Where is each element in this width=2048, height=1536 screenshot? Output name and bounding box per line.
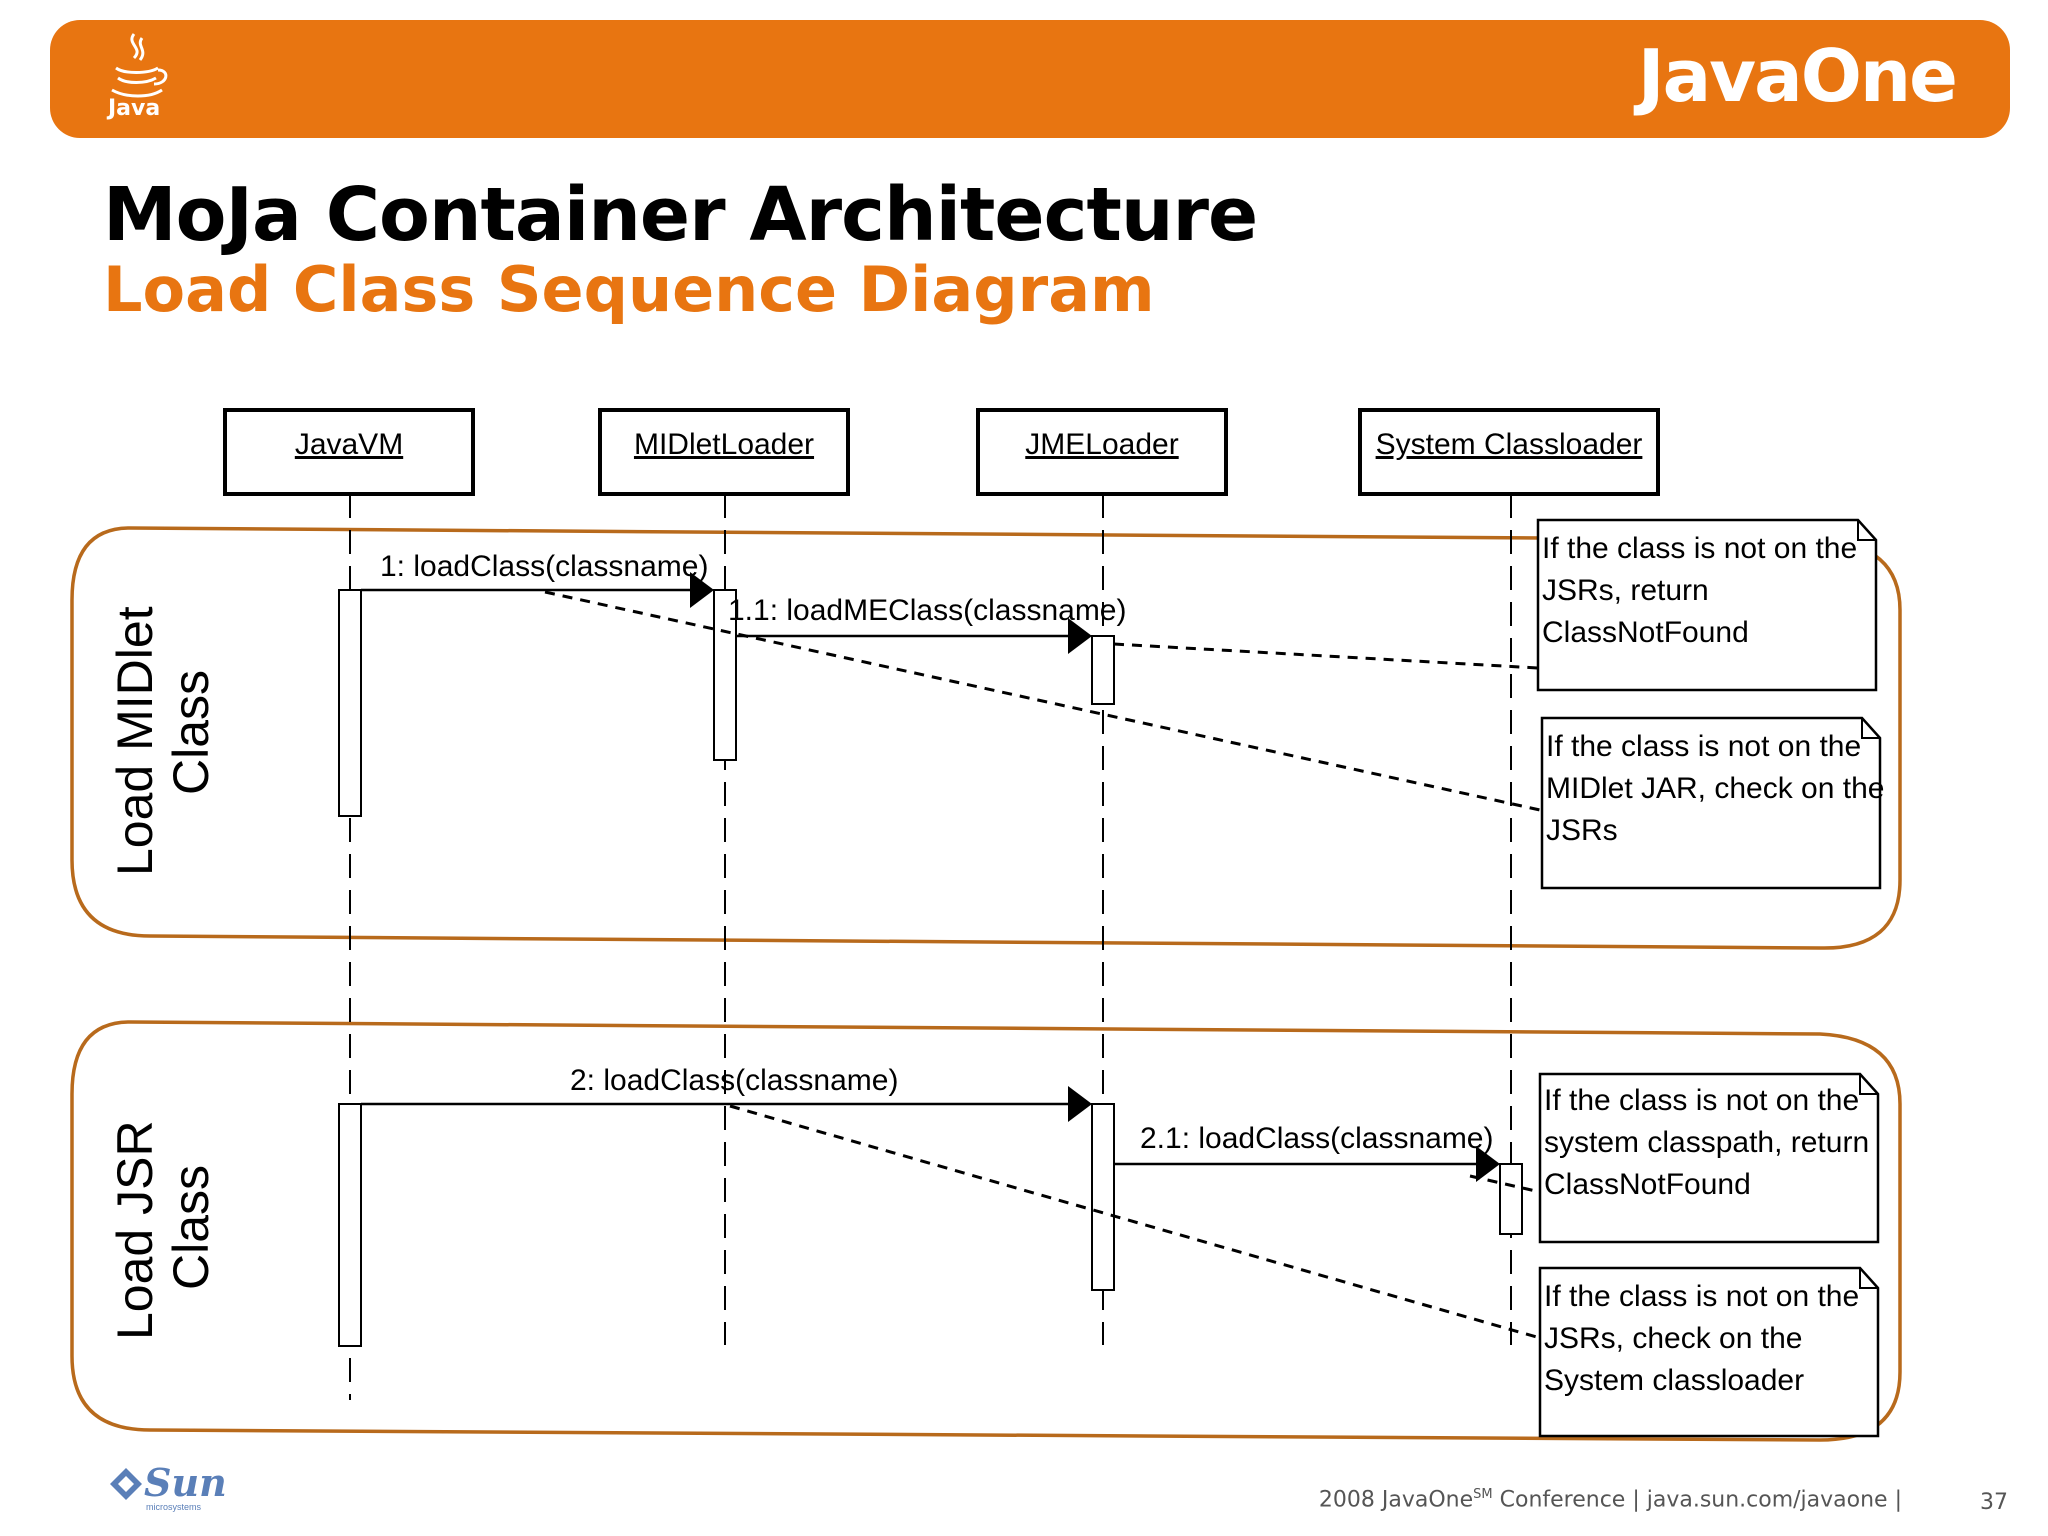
message-label-2: 2: loadClass(classname) <box>570 1064 898 1097</box>
slide-subtitle: Load Class Sequence Diagram <box>103 253 1155 326</box>
footer-conference-prefix: 2008 JavaOne <box>1318 1487 1474 1513</box>
note-3: If the class is not on the system classp… <box>1538 1072 1880 1244</box>
note-1-line-3: ClassNotFound <box>1542 616 1749 649</box>
footer-conference-sup: SM <box>1473 1487 1493 1502</box>
group-label-midlet-line1: Load MIDlet <box>107 606 163 876</box>
sun-logo: Sun microsystems <box>110 1462 226 1512</box>
message-label-1: 1: loadClass(classname) <box>380 550 708 583</box>
note-2-line-3: JSRs <box>1546 814 1618 847</box>
note-2: If the class is not on the MIDlet JAR, c… <box>1540 716 1884 890</box>
header-banner <box>50 20 2010 138</box>
group-label-jsr-line1: Load JSR <box>107 1120 163 1340</box>
lifeline-midletloader: MIDletLoader <box>598 408 850 1345</box>
message-2: 2: loadClass(classname) <box>361 1064 1092 1122</box>
note-4-line-1: If the class is not on the <box>1544 1280 1859 1313</box>
note-2-line-2: MIDlet JAR, check on the <box>1546 772 1884 805</box>
message-2-1: 2.1: loadClass(classname) <box>1114 1122 1500 1182</box>
message-1-1: 1.1: loadMEClass(classname) <box>728 594 1126 654</box>
note-4-line-3: System classloader <box>1544 1364 1804 1397</box>
lifeline-label-system-classloader: System Classloader <box>1376 428 1643 461</box>
lifeline-label-jmeloader: JMELoader <box>1025 428 1178 461</box>
note-3-line-2: system classpath, return <box>1544 1126 1869 1159</box>
lifeline-label-javavm: JavaVM <box>295 428 403 461</box>
note-2-line-1: If the class is not on the <box>1546 730 1861 763</box>
group-label-midlet-line2: Class <box>163 670 219 795</box>
sun-logo-text: Sun <box>144 1462 226 1505</box>
sun-logo-subtext: microsystems <box>146 1502 202 1512</box>
javaone-logo: JavaOne <box>1637 34 1958 118</box>
page-number: 37 <box>1980 1490 2008 1515</box>
note-4-line-2: JSRs, check on the <box>1544 1322 1802 1355</box>
group-frame-midlet <box>70 526 1902 950</box>
note-3-line-3: ClassNotFound <box>1544 1168 1751 1201</box>
slide-title: MoJa Container Architecture <box>103 172 1258 258</box>
java-logo-text: Java <box>108 96 161 121</box>
note-4: If the class is not on the JSRs, check o… <box>1538 1266 1880 1438</box>
lifeline-label-midletloader: MIDletLoader <box>634 428 814 461</box>
activation-jmeloader-2 <box>1091 1103 1115 1291</box>
note-1-line-1: If the class is not on the <box>1542 532 1857 565</box>
footer-conference-suffix: Conference | java.sun.com/javaone | <box>1492 1487 1902 1513</box>
note-1: If the class is not on the JSRs, return … <box>1536 518 1878 692</box>
activation-javavm-1 <box>338 589 362 817</box>
note-connectors <box>544 590 1541 1340</box>
lifeline-system-classloader: System Classloader <box>1358 408 1660 1345</box>
group-label-jsr-line2: Class <box>163 1165 219 1290</box>
activation-jmeloader-1 <box>1091 635 1115 705</box>
message-label-2-1: 2.1: loadClass(classname) <box>1140 1122 1493 1155</box>
group-frame-jsr <box>70 1020 1902 1442</box>
java-cup-icon <box>111 33 168 98</box>
message-label-1-1: 1.1: loadMEClass(classname) <box>728 594 1126 627</box>
footer-conference: 2008 JavaOneSM Conference | java.sun.com… <box>1319 1487 1902 1512</box>
message-1: 1: loadClass(classname) <box>361 550 714 608</box>
note-3-line-1: If the class is not on the <box>1544 1084 1859 1117</box>
note-1-line-2: JSRs, return <box>1542 574 1709 607</box>
activation-javavm-2 <box>338 1103 362 1347</box>
lifeline-jmeloader: JMELoader <box>976 408 1228 1345</box>
activation-system-classloader-2 <box>1499 1163 1523 1235</box>
